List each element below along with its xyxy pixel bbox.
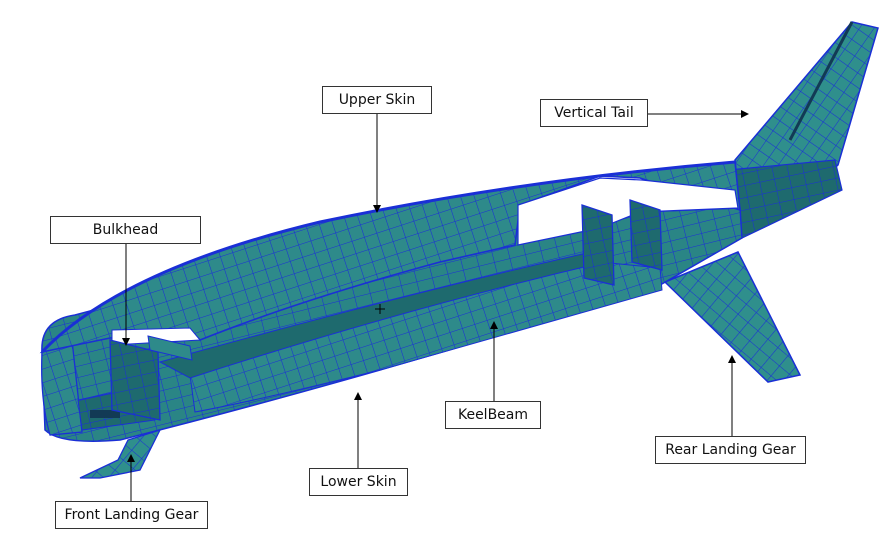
keel-beam-label: KeelBeam xyxy=(445,401,541,429)
bulkhead-mesh xyxy=(109,199,663,421)
front-landing-gear-mesh xyxy=(79,428,162,479)
vertical-tail-mesh xyxy=(727,21,879,239)
bulkhead-label: Bulkhead xyxy=(50,216,201,244)
leader-arrows xyxy=(122,110,749,502)
front-landing-gear-label: Front Landing Gear xyxy=(55,501,208,529)
upper-skin-label: Upper Skin xyxy=(322,86,432,114)
fuselage-lower-skin-mesh xyxy=(41,207,743,442)
rear-landing-gear-label: Rear Landing Gear xyxy=(655,436,806,464)
fuselage-upper-skin-mesh xyxy=(39,160,741,354)
lower-skin-label: Lower Skin xyxy=(309,468,408,496)
vertical-tail-label: Vertical Tail xyxy=(540,99,648,127)
rear-landing-gear-mesh xyxy=(663,251,802,383)
center-cross-marker xyxy=(375,304,385,314)
